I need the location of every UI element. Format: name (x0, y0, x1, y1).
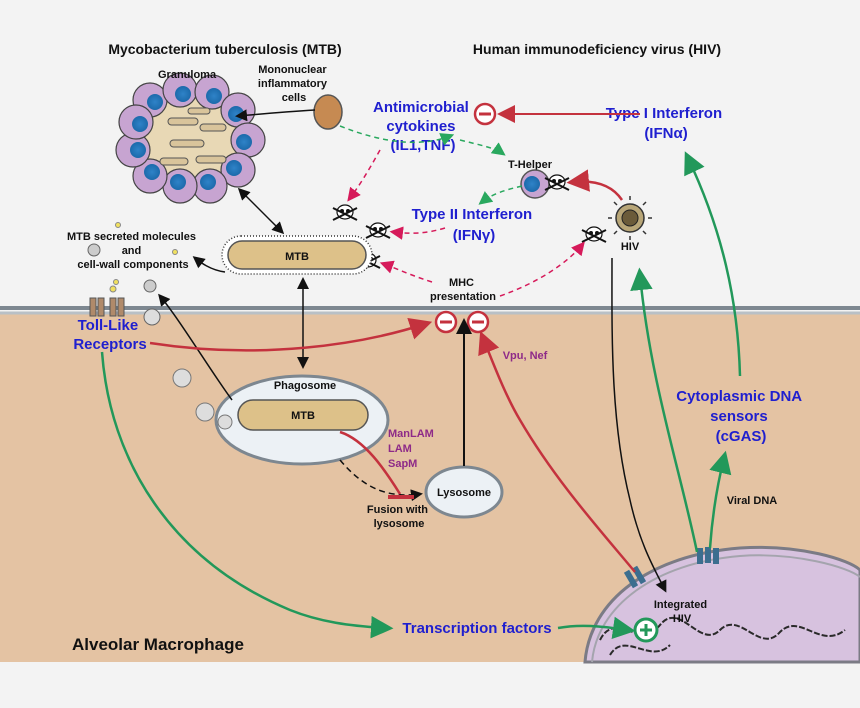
mtb-bacterium (221, 235, 373, 275)
manlam-label: ManLAM LAM SapM (388, 428, 437, 470)
arrow-hiv-to-thelper (566, 169, 624, 201)
viral-dna-label: Viral DNA (727, 495, 778, 507)
mhc-presentation-label: MHC presentation (430, 277, 496, 303)
arrow-cytokines-to-mtb (347, 149, 381, 202)
arrow-phagosome-lysosome-fusion (339, 459, 423, 502)
mononuclear-cell (313, 94, 343, 130)
arrow-mhc-to-mtb (379, 260, 433, 283)
arrow-mhc-to-hiv (499, 241, 585, 297)
arrow-hiv-to-nucleus (611, 257, 667, 593)
arrow-tlr-to-transcription (100, 351, 394, 639)
nuclear-pore-right (697, 547, 719, 564)
arrow-tlr-inhibit (149, 317, 433, 352)
arrow-granuloma-mtb (237, 187, 285, 235)
transcription-factors-label: Transcription factors (402, 620, 551, 637)
arrow-vpu-nef-inhibit (478, 331, 636, 573)
arrow-mononuclear-to-granuloma (235, 109, 316, 122)
secreted-molecule-icons (87, 222, 178, 293)
nuclear-pore-left (623, 565, 647, 589)
phagosome-label: Phagosome (274, 380, 336, 392)
arrow-sensors-to-type1 (684, 151, 742, 377)
red-inhibition-line (339, 430, 402, 495)
phagosome-mtb-label: MTB (291, 410, 315, 422)
arrow-phagosome-secretion (158, 293, 233, 401)
lysosome (424, 465, 504, 519)
cytoplasmic-dna-sensors-label: Cytoplasmic DNA sensors (cGAS) (676, 388, 805, 445)
arrow-ifng-to-mtb (389, 226, 446, 240)
hiv-label: HIV (621, 241, 640, 253)
arrow-mtb-secreted (192, 256, 226, 273)
integrated-hiv-label: Integrated HIV (654, 599, 710, 625)
arrow-mononuclear-to-cytokines (339, 125, 455, 146)
alveolar-macrophage-label: Alveolar Macrophage (72, 635, 244, 654)
arrow-viral-dna-to-sensors (708, 450, 732, 549)
mtb-secreted-label: MTB secreted molecules and cell-wall com… (67, 231, 199, 271)
phagosome-vesicles (172, 368, 233, 430)
mtb-label: MTB (285, 251, 309, 263)
arrow-cytokines-to-thelper (459, 139, 506, 156)
skull-icon (544, 174, 570, 191)
mononuclear-label: Mononuclear inflammatory cells (258, 64, 330, 104)
nucleus (583, 545, 860, 664)
arrow-thelper-to-ifng (478, 185, 523, 205)
arrow-transcription-to-nucleus (557, 616, 636, 640)
fusion-label: Fusion with lysosome (367, 504, 431, 530)
inhibition-icon-cytokines (473, 102, 497, 126)
mtb-title: Mycobacterium tuberculosis (MTB) (108, 41, 341, 57)
inhibition-icon-right (466, 310, 490, 334)
skull-icon (365, 222, 391, 239)
granuloma-label: Granuloma (158, 69, 217, 81)
granuloma (115, 72, 266, 204)
vpu-nef-label: Vpu, Nef (503, 350, 548, 362)
t-helper-label: T-Helper (508, 159, 553, 171)
type1-interferon-label: Type I Interferon (IFNα) (606, 105, 727, 142)
hiv-virus (608, 196, 652, 240)
skull-icon (332, 204, 358, 221)
t-helper-cell (520, 169, 550, 199)
lysosome-label: Lysosome (437, 487, 491, 499)
toll-like-receptors-label: Toll-Like Receptors (73, 317, 146, 353)
hiv-title: Human immunodeficiency virus (HIV) (473, 41, 721, 57)
type2-interferon-label: Type II Interferon (IFNγ) (412, 206, 537, 244)
arrow-nucleus-to-hiv (630, 267, 699, 553)
phagosome (214, 374, 390, 466)
toll-like-receptors (89, 285, 161, 326)
inhibition-icon-left (434, 310, 458, 334)
skull-icon (581, 226, 607, 243)
